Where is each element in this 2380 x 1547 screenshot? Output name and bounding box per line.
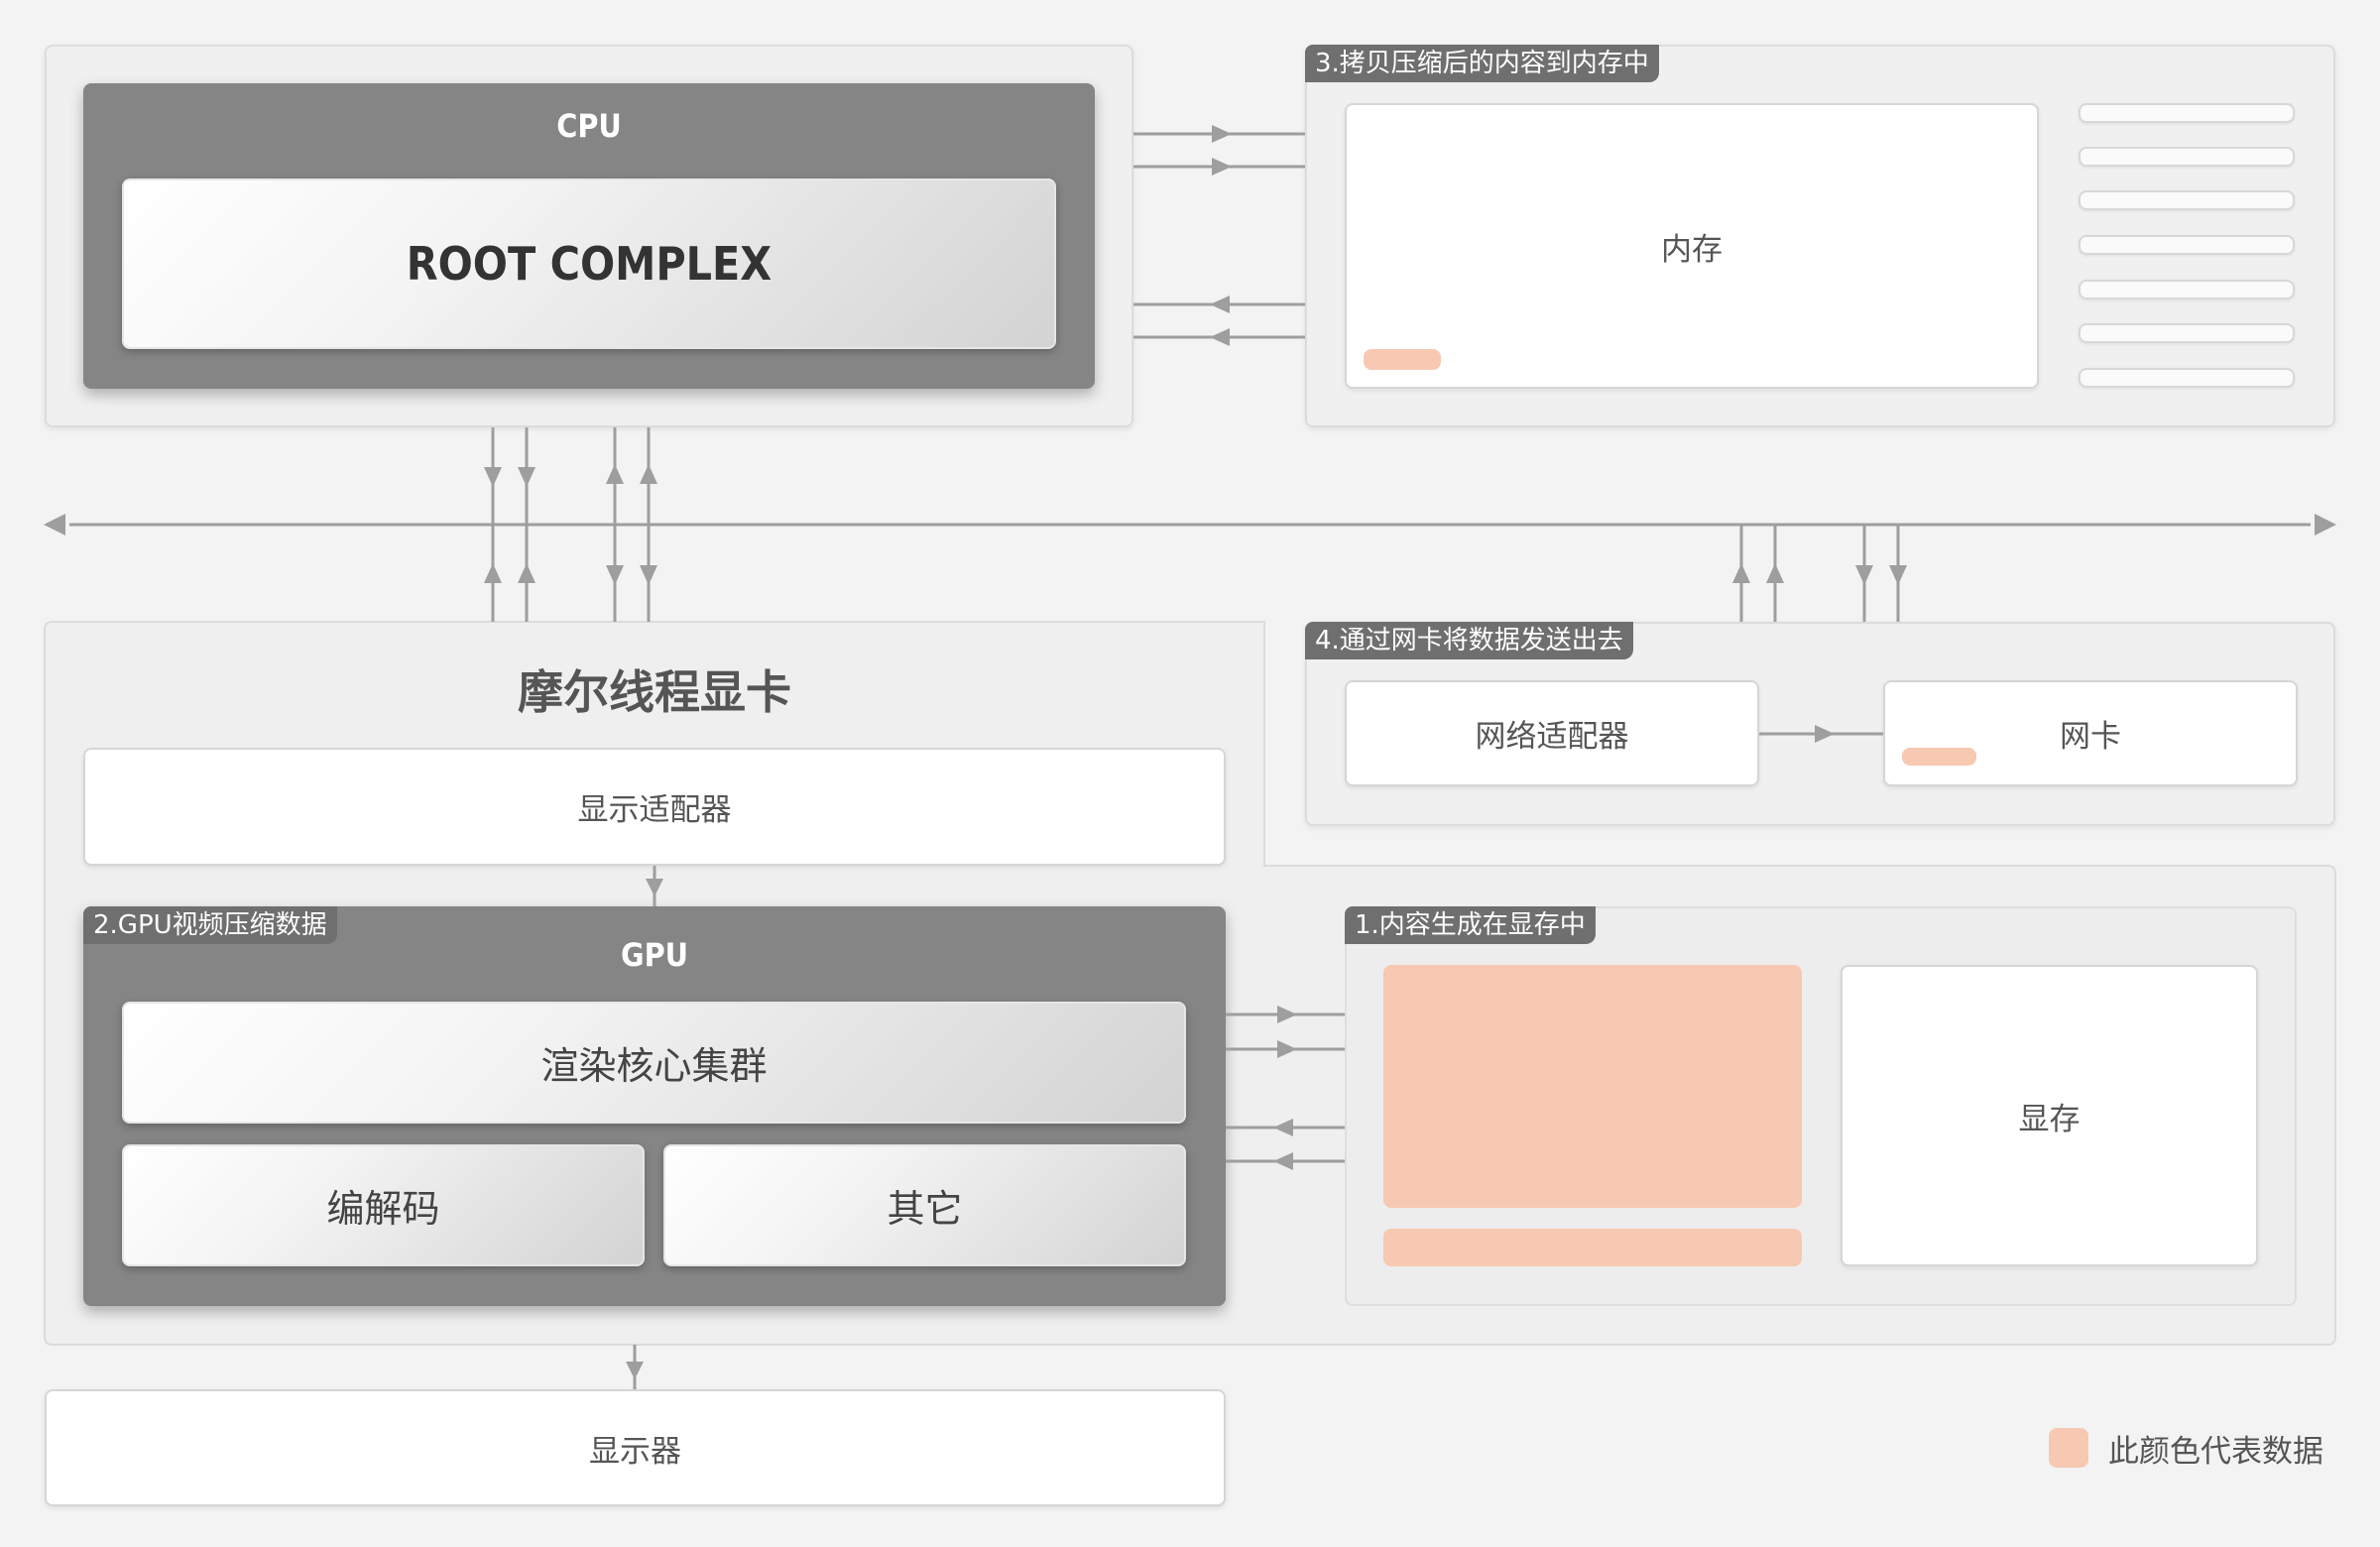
gpu-card-title: 摩尔线程显卡 [518,665,791,719]
display-adapter-label: 显示适配器 [577,792,732,828]
root-complex: ROOT COMPLEX [122,178,1056,349]
vram-box: 显存 [1841,965,2258,1266]
network-adapter-label: 网络适配器 [1475,719,1629,755]
network-adapter: 网络适配器 [1345,680,1759,786]
vram-label: 显存 [2018,1101,2081,1137]
render-core-cluster-label: 渲染核心集群 [540,1044,768,1088]
other-label: 其它 [887,1187,963,1231]
memory-slot [2079,368,2295,388]
memory-data-indicator [1364,349,1441,370]
vram-data-block [1383,965,1802,1208]
display-adapter: 显示适配器 [83,748,1226,866]
render-core-cluster: 渲染核心集群 [122,1002,1186,1124]
gpu-title: GPU [620,936,689,974]
monitor-box: 显示器 [45,1389,1226,1506]
memory-slot [2079,190,2295,210]
memory-box: 内存 [1345,103,2039,389]
legend: 此颜色代表数据 [2049,1426,2323,1470]
cpu-title: CPU [556,107,622,145]
gpu-step-tag: 2.GPU视频压缩数据 [83,906,337,944]
root-complex-label: ROOT COMPLEX [406,237,773,291]
vram-step-tag: 1.内容生成在显存中 [1345,906,1596,944]
codec-label: 编解码 [326,1187,440,1231]
memory-slot [2079,103,2295,123]
legend-swatch [2049,1428,2088,1468]
network-step-tag: 4.通过网卡将数据发送出去 [1305,622,1633,659]
memory-slot [2079,235,2295,255]
monitor-label: 显示器 [589,1433,681,1470]
nic-data-indicator [1902,748,1976,766]
nic-label: 网卡 [2060,719,2121,755]
nic-box: 网卡 [1883,680,2298,786]
memory-label: 内存 [1661,231,1723,268]
vram-data-bar [1383,1229,1802,1266]
codec-block: 编解码 [122,1144,645,1266]
memory-slot [2079,147,2295,167]
legend-label: 此颜色代表数据 [2108,1433,2323,1470]
memory-slot [2079,280,2295,299]
other-block: 其它 [663,1144,1186,1266]
memory-step-tag: 3.拷贝压缩后的内容到内存中 [1305,45,1659,82]
memory-slot [2079,323,2295,343]
